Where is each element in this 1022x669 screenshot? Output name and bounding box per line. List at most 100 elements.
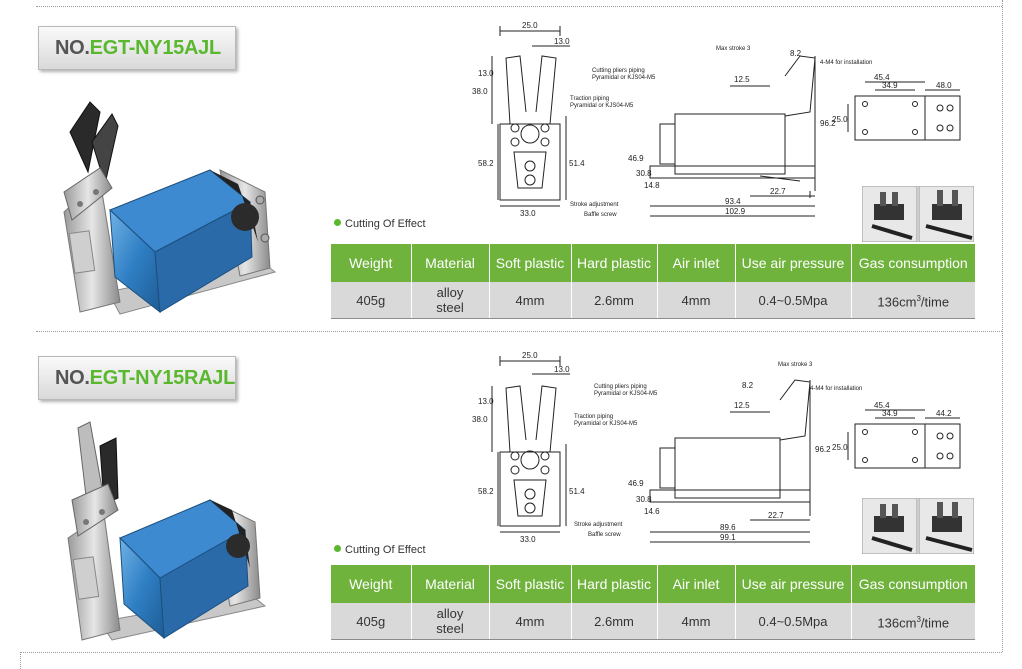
cell-hard-plastic: 2.6mm xyxy=(571,603,658,640)
svg-text:12.5: 12.5 xyxy=(734,401,750,410)
frame-right-border xyxy=(1002,0,1003,652)
svg-text:Pyramidal or KJS04-M5: Pyramidal or KJS04-M5 xyxy=(592,75,656,81)
header-air-inlet: Air inlet xyxy=(657,244,736,282)
cell-air-inlet: 4mm xyxy=(657,282,736,319)
model-code: EGT-NY15AJL xyxy=(89,37,221,59)
svg-text:30.8: 30.8 xyxy=(636,169,652,178)
technical-drawing: 25.0 13.0 38.0 13.0 58.2 51.4 33.0 Max s… xyxy=(472,21,961,218)
svg-text:Traction piping: Traction piping xyxy=(574,414,613,420)
svg-text:Traction piping: Traction piping xyxy=(570,96,609,102)
model-label: NO.EGT-NY15RAJL xyxy=(38,356,236,400)
svg-text:89.6: 89.6 xyxy=(720,523,736,532)
svg-text:51.4: 51.4 xyxy=(569,487,585,496)
svg-text:45.4: 45.4 xyxy=(874,401,890,410)
cell-air-pressure: 0.4~0.5Mpa xyxy=(735,603,852,640)
svg-text:38.0: 38.0 xyxy=(472,87,488,96)
svg-text:Baffle screw: Baffle screw xyxy=(588,532,621,538)
svg-text:45.4: 45.4 xyxy=(874,73,890,82)
svg-text:13.0: 13.0 xyxy=(554,37,570,46)
svg-text:8.2: 8.2 xyxy=(742,381,754,390)
frame-left-border xyxy=(20,652,21,669)
svg-text:96.2: 96.2 xyxy=(820,119,836,128)
svg-text:Pyramidal or KJS04-M5: Pyramidal or KJS04-M5 xyxy=(570,103,634,109)
svg-text:34.9: 34.9 xyxy=(882,409,898,418)
svg-text:13.0: 13.0 xyxy=(478,69,494,78)
bullet-dot-icon xyxy=(334,219,341,226)
svg-text:8.2: 8.2 xyxy=(790,49,802,58)
header-soft-plastic: Soft plastic xyxy=(489,565,572,603)
header-hard-plastic: Hard plastic xyxy=(571,244,658,282)
cutting-effect-photos xyxy=(862,498,974,554)
header-gas-consumption: Gas consumption xyxy=(851,565,975,603)
svg-text:44.2: 44.2 xyxy=(936,409,952,418)
header-material: Material xyxy=(411,244,490,282)
svg-text:Baffle screw: Baffle screw xyxy=(584,212,617,218)
header-hard-plastic: Hard plastic xyxy=(571,565,658,603)
svg-text:34.9: 34.9 xyxy=(882,81,898,90)
svg-text:46.9: 46.9 xyxy=(628,479,644,488)
frame-bottom-border xyxy=(20,652,1002,653)
technical-drawing: 25.0 13.0 38.0 13.0 58.2 51.4 33.0 Max s… xyxy=(472,351,961,544)
svg-text:13.0: 13.0 xyxy=(478,397,494,406)
header-air-inlet: Air inlet xyxy=(657,565,736,603)
header-gas-consumption: Gas consumption xyxy=(851,244,975,282)
header-soft-plastic: Soft plastic xyxy=(489,244,572,282)
cell-hard-plastic: 2.6mm xyxy=(571,282,658,319)
section-divider xyxy=(36,331,1002,332)
svg-text:58.2: 58.2 xyxy=(478,487,494,496)
svg-text:Cutting pliers piping: Cutting pliers piping xyxy=(592,68,645,74)
svg-text:58.2: 58.2 xyxy=(478,159,494,168)
spec-header-row: Weight Material Soft plastic Hard plasti… xyxy=(331,565,975,603)
svg-text:12.5: 12.5 xyxy=(734,75,750,84)
svg-text:14.6: 14.6 xyxy=(644,507,660,516)
cutting-effect-label: Cutting Of Effect xyxy=(334,218,426,230)
spec-table: Weight Material Soft plastic Hard plasti… xyxy=(331,244,975,319)
header-weight: Weight xyxy=(331,565,412,603)
product-section-2: NO.EGT-NY15RAJL xyxy=(0,332,1022,652)
product-section-1: NO.EGT-NY15AJL xyxy=(0,0,1022,330)
gripper-product-image xyxy=(63,101,277,315)
svg-text:33.0: 33.0 xyxy=(520,209,536,218)
svg-text:Pyramidal or KJS04-M5: Pyramidal or KJS04-M5 xyxy=(594,391,658,397)
svg-text:22.7: 22.7 xyxy=(768,511,784,520)
bullet-dot-icon xyxy=(334,545,341,552)
svg-text:Cutting pliers piping: Cutting pliers piping xyxy=(594,384,647,390)
spec-header-row: Weight Material Soft plastic Hard plasti… xyxy=(331,244,975,282)
svg-text:102.9: 102.9 xyxy=(725,207,746,216)
svg-text:Stroke adjustment: Stroke adjustment xyxy=(574,522,623,528)
svg-text:93.4: 93.4 xyxy=(725,197,741,206)
svg-text:30.8: 30.8 xyxy=(636,495,652,504)
cell-soft-plastic: 4mm xyxy=(489,603,572,640)
cell-air-inlet: 4mm xyxy=(657,603,736,640)
spec-table: Weight Material Soft plastic Hard plasti… xyxy=(331,565,975,640)
cell-soft-plastic: 4mm xyxy=(489,282,572,319)
cell-gas-consumption: 136cm3/time xyxy=(851,282,975,319)
svg-text:33.0: 33.0 xyxy=(520,535,536,544)
cell-weight: 405g xyxy=(331,282,412,319)
svg-text:25.0: 25.0 xyxy=(522,351,538,360)
svg-text:46.9: 46.9 xyxy=(628,154,644,163)
svg-text:48.0: 48.0 xyxy=(936,81,952,90)
svg-text:25.0: 25.0 xyxy=(832,115,848,124)
gripper-product-image xyxy=(67,421,267,641)
header-air-pressure: Use air pressure xyxy=(735,244,852,282)
svg-text:22.7: 22.7 xyxy=(770,187,786,196)
svg-text:Max stroke 3: Max stroke 3 xyxy=(778,362,813,368)
svg-text:96.2: 96.2 xyxy=(815,445,831,454)
model-prefix: NO. xyxy=(55,37,90,59)
svg-text:4-M4 for installation: 4-M4 for installation xyxy=(810,386,862,392)
cell-gas-consumption: 136cm3/time xyxy=(851,603,975,640)
model-prefix: NO. xyxy=(55,367,90,389)
svg-text:14.8: 14.8 xyxy=(644,181,660,190)
model-label: NO.EGT-NY15AJL xyxy=(38,26,236,70)
svg-text:51.4: 51.4 xyxy=(569,159,585,168)
cell-weight: 405g xyxy=(331,603,412,640)
cutting-effect-label: Cutting Of Effect xyxy=(334,544,426,556)
svg-text:99.1: 99.1 xyxy=(720,533,736,542)
header-weight: Weight xyxy=(331,244,412,282)
svg-text:25.0: 25.0 xyxy=(832,443,848,452)
